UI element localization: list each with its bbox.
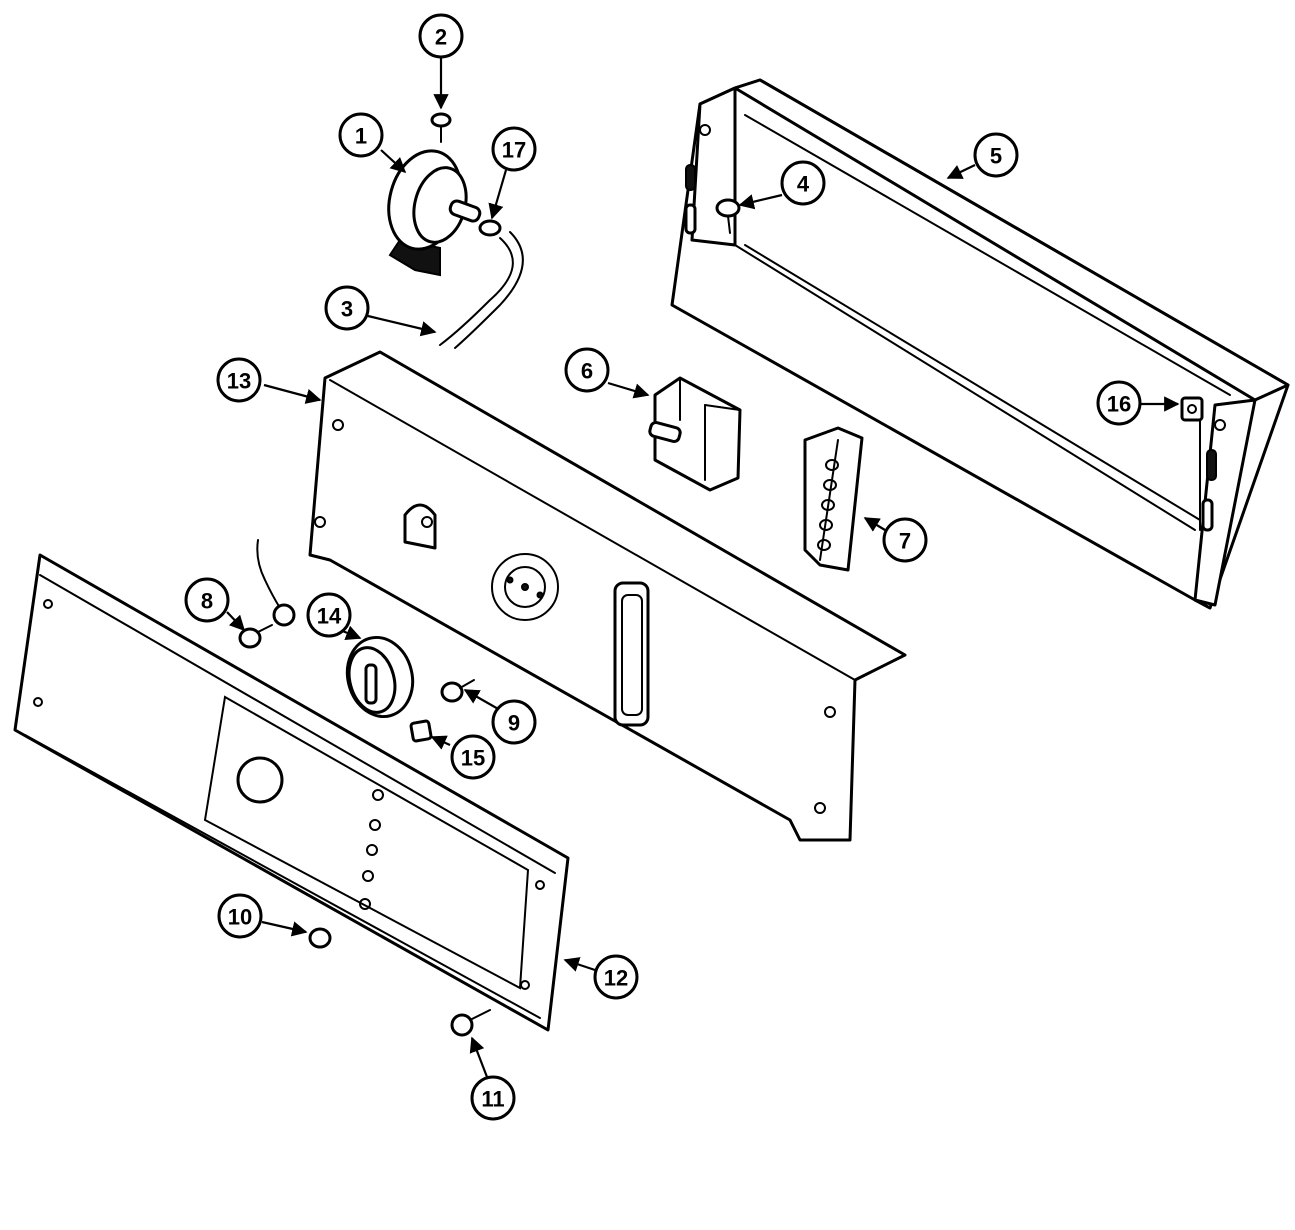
leader-lines	[226, 57, 1180, 1078]
screw-9	[440, 679, 475, 703]
clip-16	[1180, 396, 1204, 422]
callout-16: 16	[1096, 380, 1142, 426]
callout-3: 3	[324, 285, 370, 331]
callout-2-label: 2	[435, 25, 447, 50]
switch-block	[648, 376, 742, 492]
callout-17: 17	[491, 126, 537, 172]
callout-16-label: 16	[1107, 392, 1131, 417]
plug-10	[308, 927, 332, 949]
screw-2	[430, 112, 452, 143]
lamp-wire-assembly	[238, 539, 296, 649]
callout-13: 13	[216, 357, 262, 403]
callout-15-label: 15	[461, 746, 485, 771]
callout-7-label: 7	[899, 529, 911, 554]
callout-14-label: 14	[317, 604, 342, 629]
wire-harness	[439, 231, 524, 349]
callout-5: 5	[973, 132, 1019, 178]
callout-10: 10	[217, 893, 263, 939]
callout-6: 6	[564, 347, 610, 393]
push-button-switch	[803, 426, 864, 572]
callout-12: 12	[593, 954, 639, 1000]
callout-1-label: 1	[355, 124, 367, 149]
callout-9: 9	[491, 699, 537, 745]
callout-1: 1	[338, 112, 384, 158]
timer-motor	[387, 149, 482, 277]
knob-insert	[409, 719, 433, 743]
callout-4: 4	[780, 160, 826, 206]
callout-6-label: 6	[581, 359, 593, 384]
callout-10-label: 10	[228, 905, 252, 930]
callout-2: 2	[418, 13, 464, 59]
screw-11	[450, 1009, 491, 1037]
clamp-17	[478, 219, 502, 237]
callout-15: 15	[450, 734, 496, 780]
callout-12-label: 12	[604, 966, 628, 991]
callout-8-label: 8	[201, 589, 213, 614]
callout-11-label: 11	[481, 1087, 504, 1112]
console-housing	[670, 78, 1290, 610]
callout-8: 8	[184, 577, 230, 623]
callout-14: 14	[306, 592, 352, 638]
callout-17-label: 17	[502, 138, 526, 163]
callout-13-label: 13	[227, 369, 251, 394]
callout-11: 11	[470, 1075, 516, 1121]
callout-7: 7	[882, 517, 928, 563]
timer-knob	[345, 635, 415, 719]
callout-4-label: 4	[797, 172, 810, 197]
callout-5-label: 5	[990, 144, 1002, 169]
callout-3-label: 3	[341, 297, 353, 322]
control-panel-plate	[308, 350, 907, 842]
front-control-panel	[13, 553, 570, 1032]
callout-9-label: 9	[508, 711, 520, 736]
